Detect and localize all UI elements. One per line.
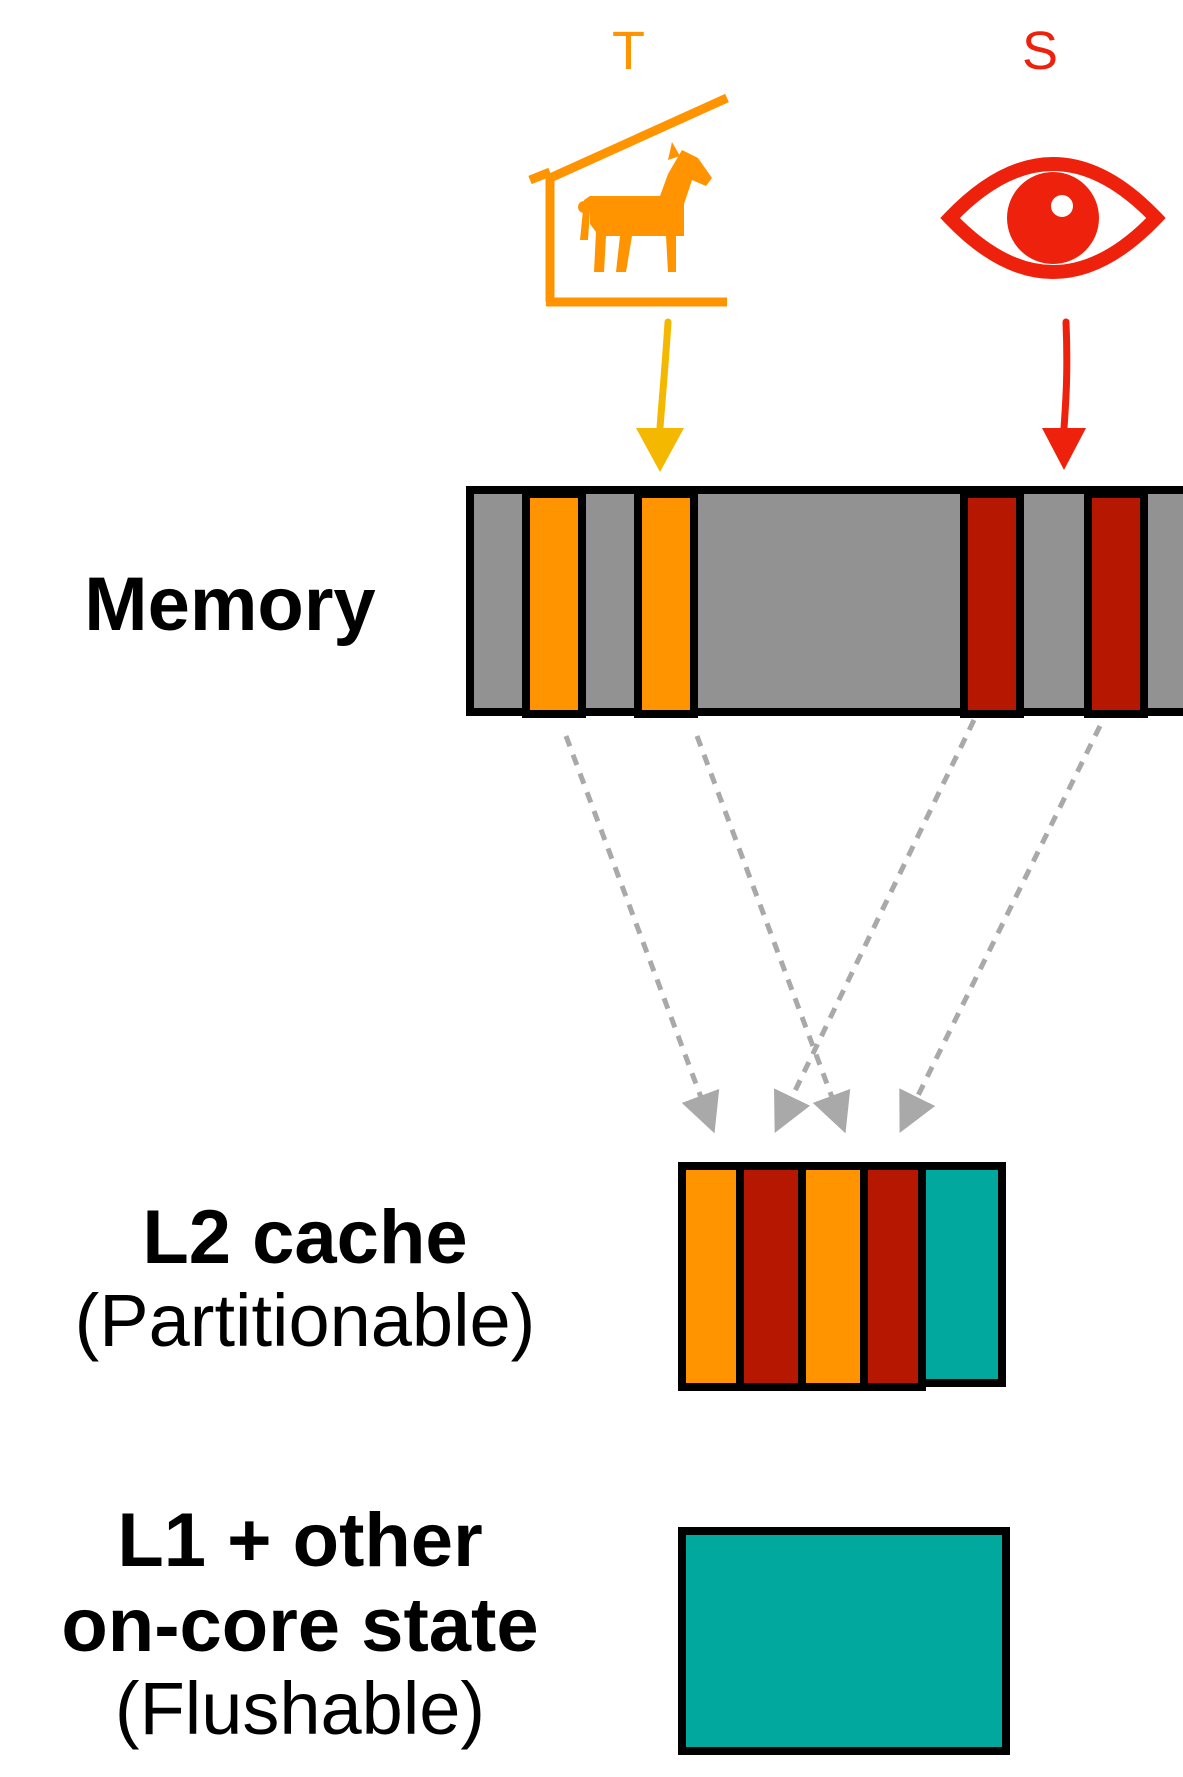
spy-access-arrow — [1042, 318, 1086, 470]
l1-title-line2: on-core state — [61, 1583, 539, 1669]
l2-subtitle: (Partitionable) — [74, 1279, 536, 1363]
mapping-arrow — [774, 718, 977, 1134]
trojan-label: T — [612, 21, 645, 81]
l2-title: L2 cache — [142, 1195, 468, 1280]
mapping-arrow — [563, 735, 720, 1134]
l1-label-group: L1 + other on-core state (Flushable) — [10, 1498, 590, 1751]
trojan-access-arrow — [636, 318, 684, 472]
l1-cache-block — [678, 1527, 1010, 1755]
memory-bar — [466, 486, 1183, 718]
l1-title-line1: L1 + other — [117, 1498, 483, 1583]
l2-cache-line — [918, 1162, 1006, 1387]
horse-in-stable-icon — [528, 93, 729, 307]
memory-line-trojan — [634, 490, 698, 718]
l2-cache-line — [678, 1162, 744, 1391]
spy-label: S — [1022, 21, 1059, 81]
l2-cache-line — [860, 1162, 926, 1391]
l1-subtitle: (Flushable) — [114, 1667, 486, 1751]
memory-label: Memory — [84, 562, 376, 647]
memory-line-spy — [960, 490, 1024, 718]
memory-block — [466, 486, 1183, 716]
l2-label-group: L2 cache (Partitionable) — [20, 1195, 590, 1363]
cache-mapping-arrows — [563, 718, 1103, 1134]
l2-cache — [678, 1162, 1006, 1391]
l2-cache-line — [798, 1162, 868, 1391]
memory-line-trojan — [522, 490, 586, 718]
mapping-arrow — [899, 724, 1103, 1133]
eye-icon — [940, 157, 1166, 279]
l2-cache-line — [736, 1162, 806, 1391]
mapping-arrow — [694, 735, 851, 1134]
memory-line-spy — [1084, 490, 1148, 718]
